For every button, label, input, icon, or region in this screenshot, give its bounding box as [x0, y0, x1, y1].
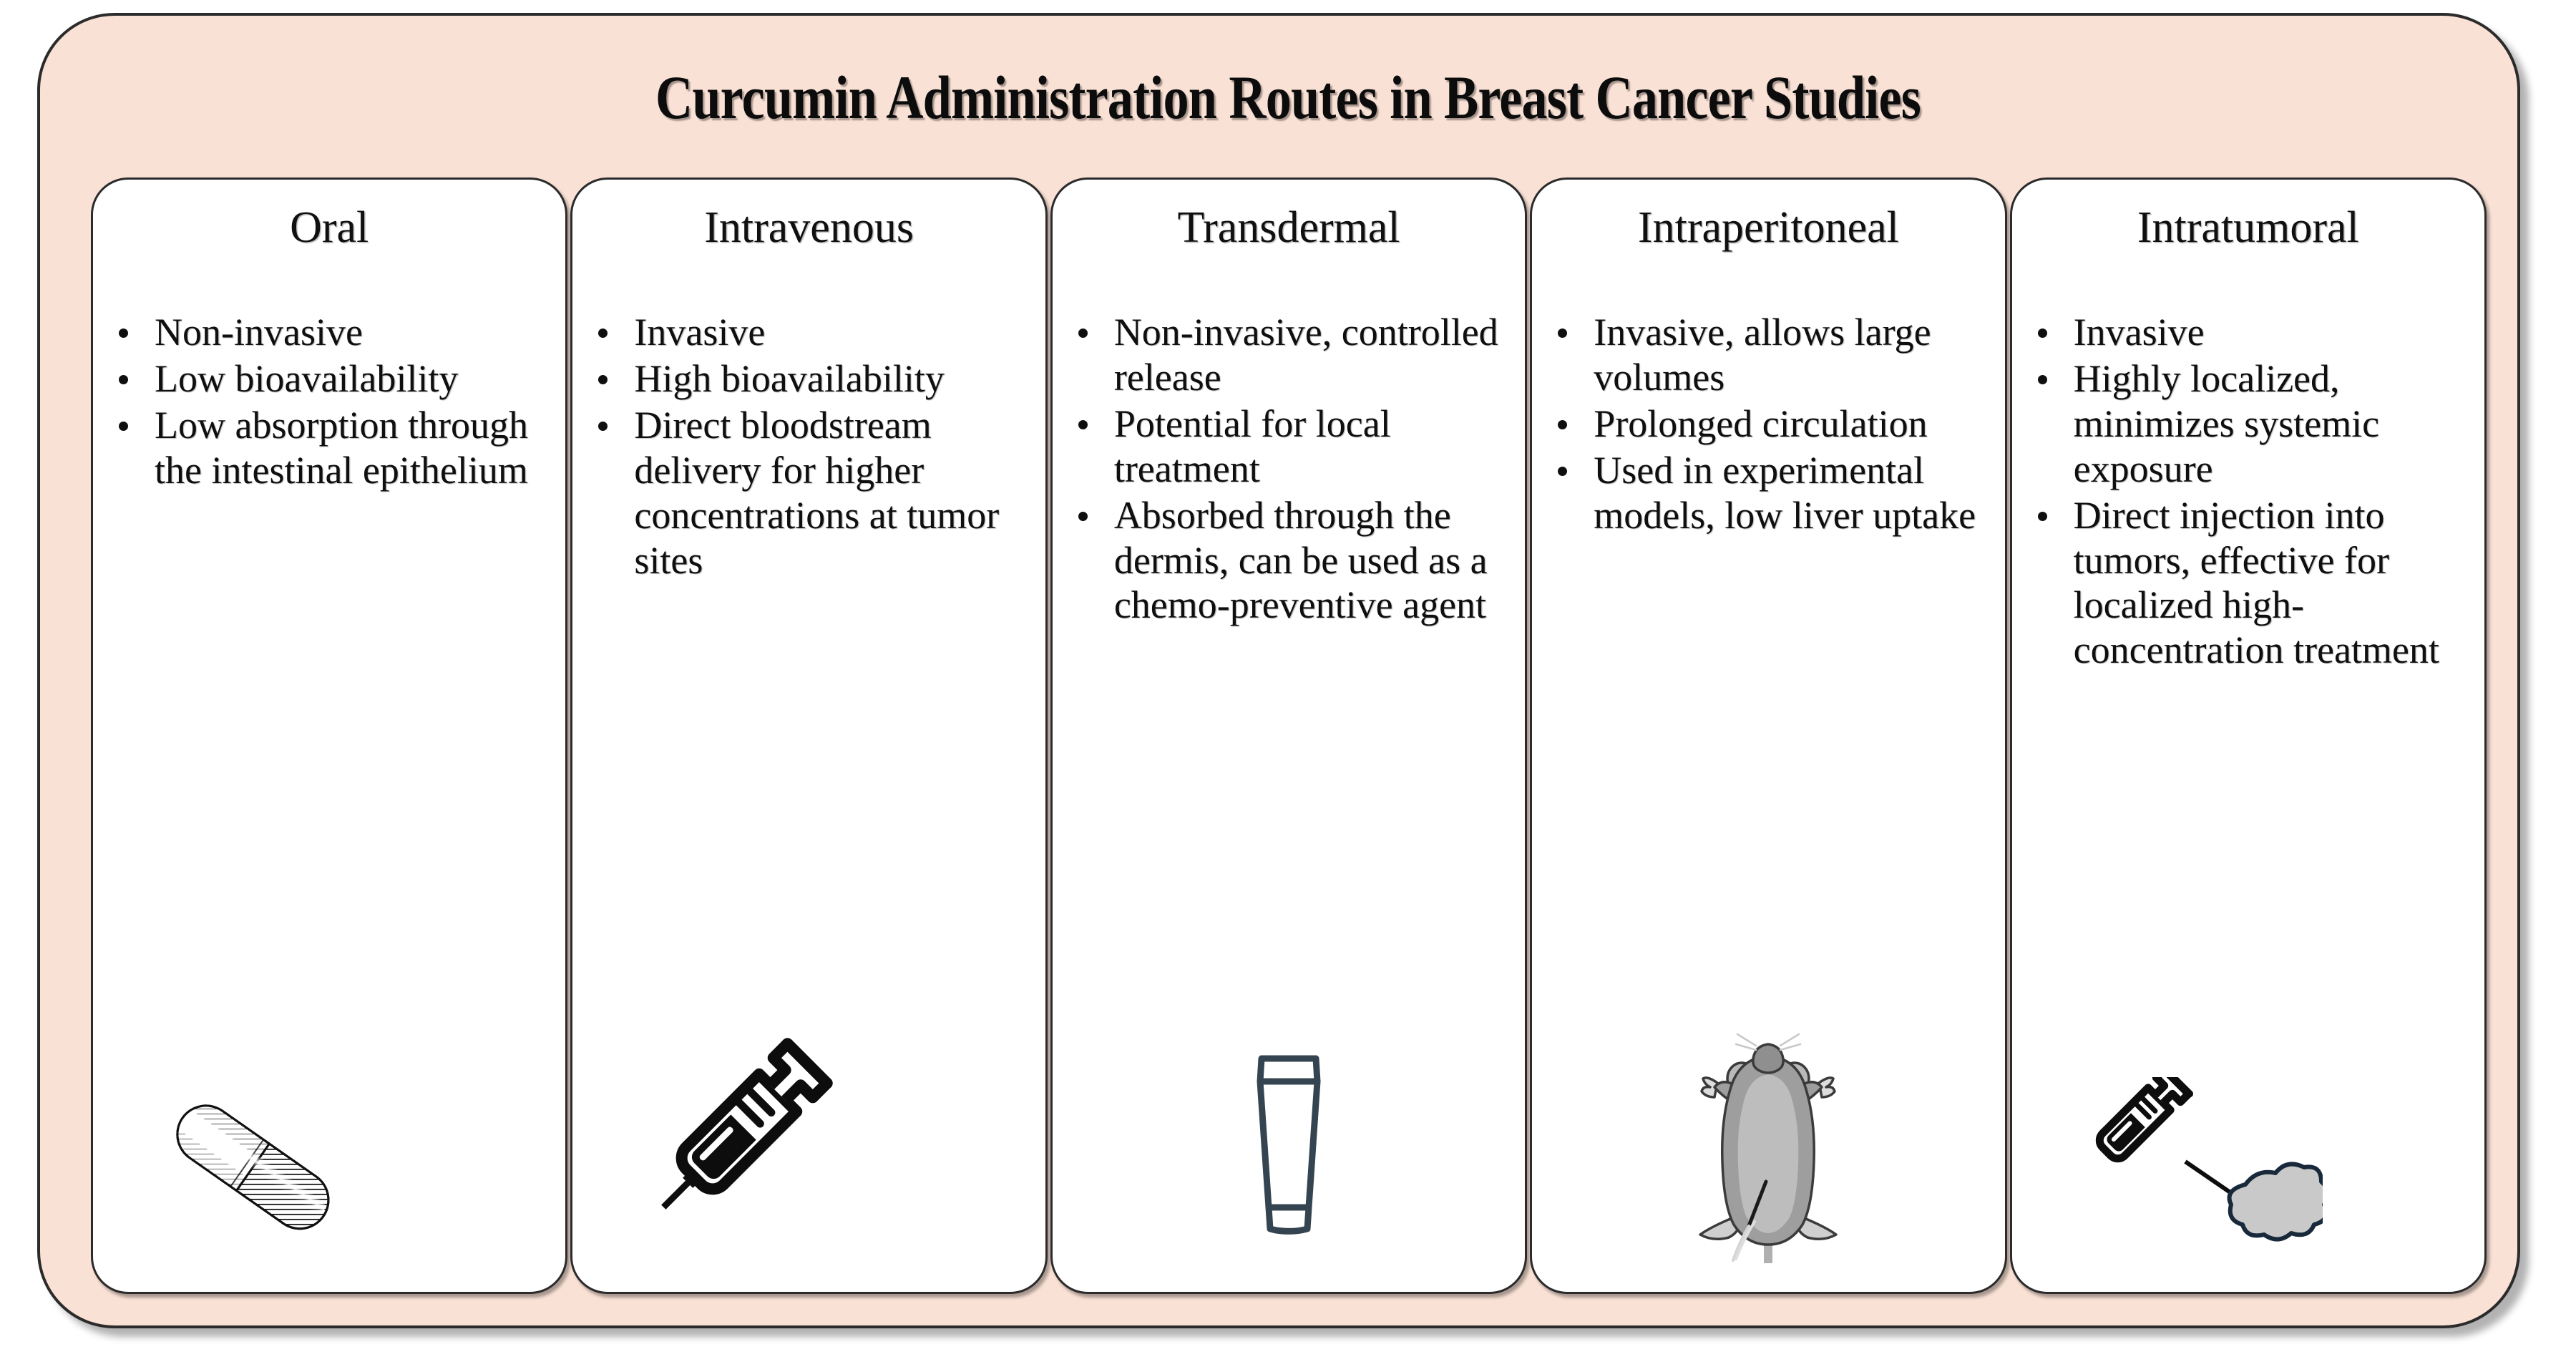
bullet-text: Direct injection into tumors, effective … [2073, 493, 2439, 672]
bullet-list-intratumoral: Invasive Highly localized, minimizes sys… [2012, 257, 2484, 674]
bullet-text: Low absorption through the intestinal ep… [155, 403, 528, 492]
list-item: Non-invasive, controlled release [1073, 310, 1513, 400]
bullet-text: Potential for local treatment [1113, 402, 1391, 490]
list-item: Invasive [2032, 310, 2473, 355]
syringe-into-tumor-icon [2065, 1077, 2323, 1242]
laboratory-mouse-icon [1686, 1027, 1850, 1263]
bullet-text: Highly localized, minimizes systemic exp… [2073, 356, 2380, 490]
figure-title: Curcumin Administration Routes in Breast… [655, 63, 1921, 132]
list-item: Invasive [592, 310, 1033, 355]
bullet-list-intravenous: Invasive High bioavailability Direct blo… [572, 257, 1045, 584]
icon-area-transdermal [1053, 629, 1525, 1292]
bullet-dot-icon [1558, 466, 1568, 476]
bullet-list-intraperitoneal: Invasive, allows large volumes Prolonged… [1532, 257, 2004, 540]
list-item: Non-invasive [113, 310, 554, 355]
bullet-dot-icon [598, 374, 608, 384]
bullet-dot-icon [119, 374, 128, 384]
bullet-text: Absorbed through the dermis, can be used… [1113, 493, 1488, 627]
list-item: Used in experimental models, low liver u… [1552, 448, 1993, 538]
bullet-dot-icon [598, 328, 608, 338]
route-card-intratumoral[interactable]: Intratumoral Invasive Highly localized, … [2009, 177, 2487, 1294]
route-card-intraperitoneal[interactable]: Intraperitoneal Invasive, allows large v… [1530, 177, 2007, 1294]
card-title-intravenous: Intravenous [704, 203, 914, 252]
syringe-icon [625, 1013, 862, 1242]
list-item: Absorbed through the dermis, can be used… [1073, 493, 1513, 628]
list-item: Highly localized, minimizes systemic exp… [2032, 356, 2473, 492]
bullet-dot-icon [1078, 511, 1088, 521]
bullet-text: Non-invasive, controlled release [1113, 311, 1498, 399]
bullet-dot-icon [598, 421, 608, 431]
list-item: Prolonged circulation [1552, 402, 1993, 447]
tumor-mass [2227, 1162, 2323, 1242]
icon-area-intratumoral [2012, 674, 2484, 1292]
bullet-text: Invasive [634, 311, 766, 354]
bullet-list-transdermal: Non-invasive, controlled release Potenti… [1053, 257, 1525, 629]
card-title-transdermal: Transdermal [1177, 203, 1400, 252]
bullet-dot-icon [2037, 511, 2047, 521]
bullet-text: Low bioavailability [155, 356, 459, 400]
card-title-intratumoral: Intratumoral [2137, 203, 2359, 252]
bullet-list-oral: Non-invasive Low bioavailability Low abs… [93, 257, 565, 495]
list-item: Direct injection into tumors, effective … [2032, 493, 2473, 673]
administration-route-card-row: Oral Non-invasive Low bioavailability Lo… [89, 177, 2488, 1294]
bullet-dot-icon [1558, 328, 1568, 338]
list-item: High bioavailability [592, 356, 1033, 402]
bullet-dot-icon [1078, 328, 1088, 338]
card-title-oral: Oral [290, 203, 369, 252]
bullet-text: Invasive, allows large volumes [1594, 311, 1931, 399]
icon-area-oral [93, 495, 565, 1292]
bullet-dot-icon [1078, 419, 1088, 429]
cream-tube-icon [1231, 1049, 1346, 1242]
route-card-oral[interactable]: Oral Non-invasive Low bioavailability Lo… [91, 177, 568, 1294]
icon-area-intraperitoneal [1532, 540, 2004, 1292]
bullet-dot-icon [119, 421, 128, 431]
bullet-text: Direct bloodstream delivery for higher c… [634, 403, 1000, 582]
capsule-pill-icon [146, 1091, 361, 1242]
list-item: Invasive, allows large volumes [1552, 310, 1993, 400]
icon-area-intravenous [572, 584, 1045, 1292]
list-item: Direct bloodstream delivery for higher c… [592, 403, 1033, 583]
list-item: Low bioavailability [113, 356, 554, 402]
bullet-dot-icon [1558, 419, 1568, 429]
bullet-text: Prolonged circulation [1594, 402, 1928, 445]
bullet-dot-icon [2037, 328, 2047, 338]
bullet-dot-icon [2037, 374, 2047, 384]
route-card-intravenous[interactable]: Intravenous Invasive High bioavailabilit… [570, 177, 1048, 1294]
list-item: Low absorption through the intestinal ep… [113, 403, 554, 493]
bullet-text: High bioavailability [634, 356, 945, 400]
bullet-dot-icon [119, 328, 128, 338]
list-item: Potential for local treatment [1073, 402, 1513, 492]
bullet-text: Non-invasive [155, 311, 363, 354]
card-title-intraperitoneal: Intraperitoneal [1637, 203, 1899, 252]
bullet-text: Used in experimental models, low liver u… [1594, 448, 1976, 537]
bullet-text: Invasive [2073, 311, 2205, 354]
route-card-transdermal[interactable]: Transdermal Non-invasive, controlled rel… [1050, 177, 1528, 1294]
